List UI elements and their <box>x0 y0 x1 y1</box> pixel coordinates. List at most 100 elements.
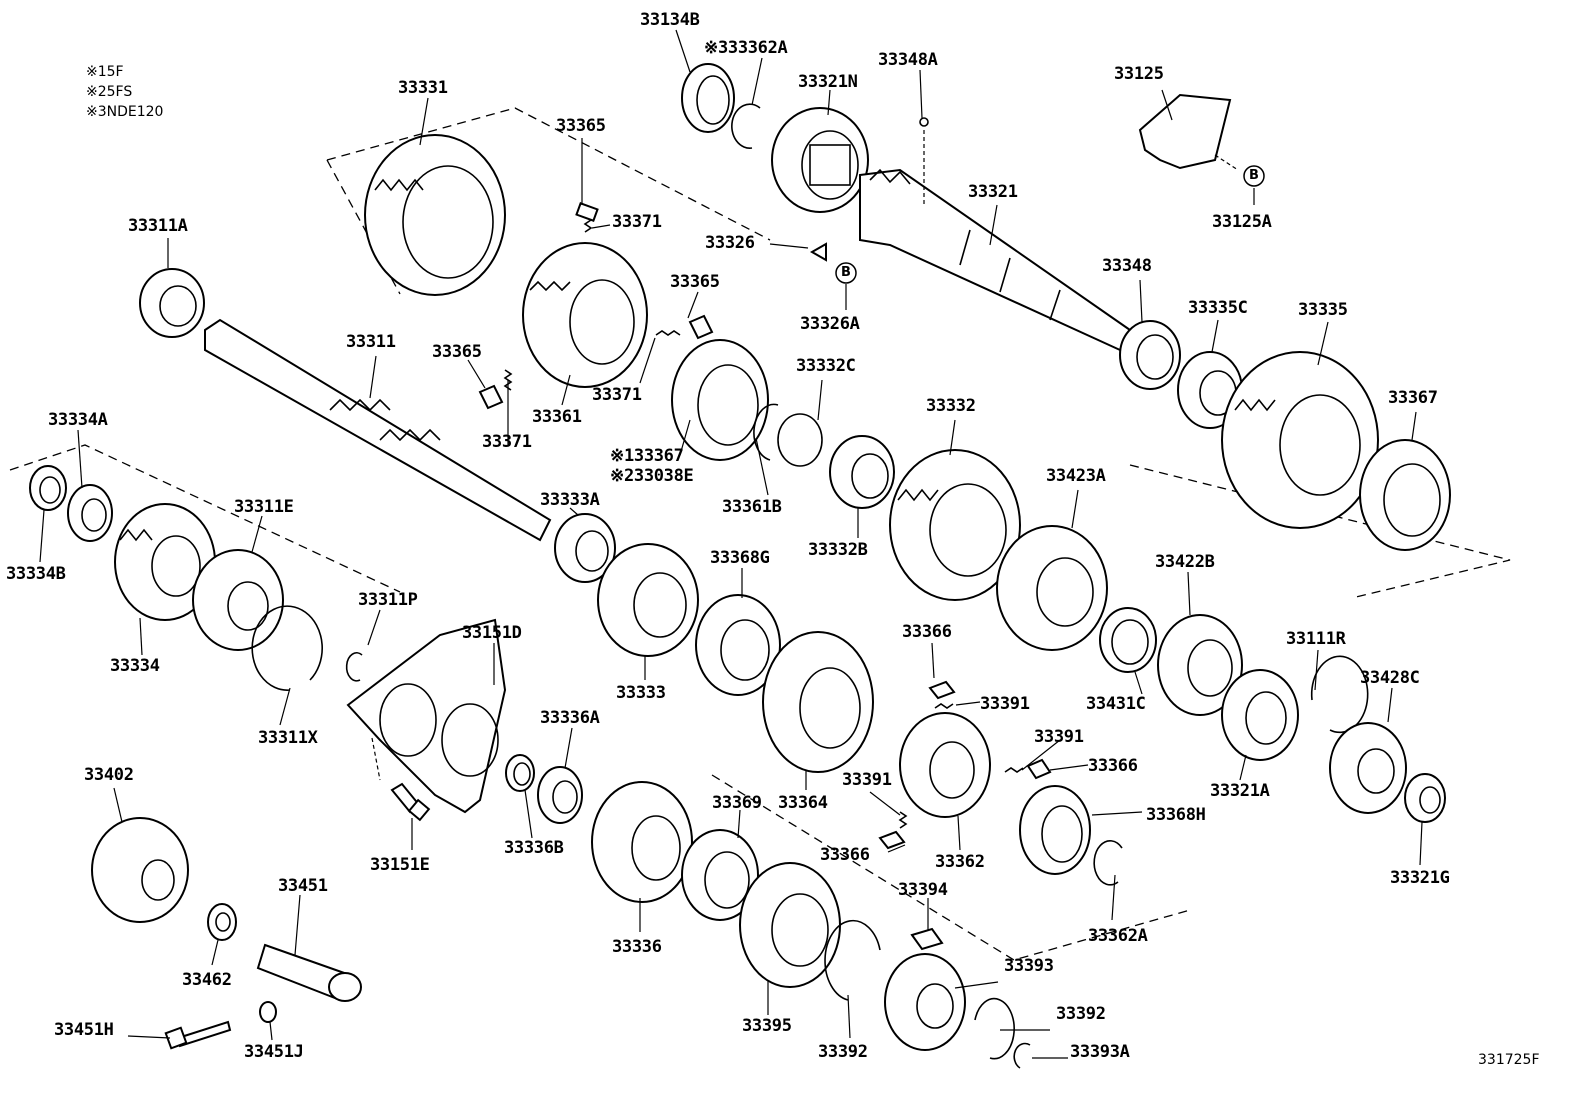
badge-b-33125A-text: B <box>1249 168 1259 183</box>
label-33335: 33335 <box>1298 300 1348 320</box>
snap-ring-33362A-top <box>731 103 761 149</box>
label-33361B: 33361B <box>722 497 782 517</box>
bearing-33134B <box>681 63 735 133</box>
snap-ring-33392-left <box>824 919 881 1001</box>
sleeve-33395 <box>739 862 841 988</box>
sync-ring-33367-right <box>1359 439 1451 551</box>
gear-33422B <box>1157 614 1243 716</box>
bearing-33311E <box>192 549 284 651</box>
gear-33428C <box>1329 722 1407 814</box>
label-33365-b: 33365 <box>670 272 720 292</box>
bearing-33336A <box>537 766 583 824</box>
label-33311E: 33311E <box>234 497 294 517</box>
label-33392-b: 33392 <box>818 1042 868 1062</box>
label-33402: 33402 <box>84 765 134 785</box>
gear-33361 <box>522 242 648 388</box>
label-33366-a: 33366 <box>902 622 952 642</box>
label-33334A: 33334A <box>48 410 108 430</box>
plug-33348A <box>919 117 929 127</box>
label-33311X: 33311X <box>258 728 318 748</box>
label-33333: 33333 <box>616 683 666 703</box>
bearing-33321A <box>1221 669 1299 761</box>
badge-b-33125A <box>1243 165 1265 187</box>
label-33332: 33332 <box>926 396 976 416</box>
label-33391-a: 33391 <box>980 694 1030 714</box>
note-1: ※15F <box>86 64 124 80</box>
gear-33336 <box>591 781 693 903</box>
sync-ring-33368G <box>695 594 781 696</box>
label-33451H: 33451H <box>54 1020 114 1040</box>
label-33362A: 33362A <box>1088 926 1148 946</box>
label-33321N: 33321N <box>798 72 858 92</box>
snap-ring-33362A <box>1093 840 1123 886</box>
label-33151D: 33151D <box>462 623 522 643</box>
label-33332C: 33332C <box>796 356 856 376</box>
key-33366-c <box>878 830 906 850</box>
sleeve-33331 <box>364 134 506 296</box>
key-33365-a <box>575 202 599 222</box>
label-33336: 33336 <box>612 937 662 957</box>
label-33395: 33395 <box>742 1016 792 1036</box>
diagram-code: 331725F <box>1478 1052 1540 1068</box>
snap-ring-33393A <box>1013 1042 1031 1069</box>
label-33336B: 33336B <box>504 838 564 858</box>
key-33394 <box>910 927 944 951</box>
label-33311P: 33311P <box>358 590 418 610</box>
label-33362: 33362 <box>935 852 985 872</box>
label-33348: 33348 <box>1102 256 1152 276</box>
snap-ring-33361B <box>753 403 779 461</box>
shaft-33321 <box>859 130 1132 352</box>
label-33111R: 33111R <box>1286 629 1346 649</box>
leader-lines <box>39 29 1423 1059</box>
label-33431C: 33431C <box>1086 694 1146 714</box>
label-33371-c: 33371 <box>482 432 532 452</box>
badge-b-33326A-text: B <box>841 265 851 280</box>
key-33366-b <box>1026 758 1052 780</box>
gear-33402 <box>91 817 189 923</box>
sync-ring-33368H <box>1019 785 1091 875</box>
lock-piece-33326 <box>809 242 827 262</box>
label-33326A: 33326A <box>800 314 860 334</box>
label-33311A: 33311A <box>128 216 188 236</box>
label-33423A: 33423A <box>1046 466 1106 486</box>
label-33422B: 33422B <box>1155 552 1215 572</box>
bearing-33334A <box>67 484 113 542</box>
hub-33364 <box>762 631 874 773</box>
bearing-33431C <box>1099 607 1157 673</box>
label-33125A: 33125A <box>1212 212 1272 232</box>
hub-33362 <box>899 712 991 818</box>
gear-33332 <box>889 449 1021 601</box>
bushing-33321G <box>1404 773 1446 823</box>
label-33321: 33321 <box>968 182 1018 202</box>
spring-33391-a <box>934 703 954 709</box>
washer-33451J <box>259 1001 277 1023</box>
group-outline-lower-left <box>9 444 401 593</box>
shaft-33311 <box>204 318 552 542</box>
gear-33335 <box>1221 351 1379 529</box>
label-33368G: 33368G <box>710 548 770 568</box>
label-33391-b: 33391 <box>1034 727 1084 747</box>
spring-33391-c <box>898 811 908 829</box>
label-33391-c: 33391 <box>842 770 892 790</box>
key-33365-b <box>688 314 714 340</box>
label-33321G: 33321G <box>1390 868 1450 888</box>
label-33321A: 33321A <box>1210 781 1270 801</box>
washer-33332C <box>777 413 823 467</box>
plate-33125 <box>1138 93 1232 170</box>
label-33365-a: 33365 <box>556 116 606 136</box>
spring-33371-b <box>655 330 681 336</box>
snap-ring-33392-right <box>974 997 1015 1060</box>
label-33334B: 33334B <box>6 564 66 584</box>
snap-ring-33311X <box>251 605 323 691</box>
label-33369: 33369 <box>712 793 762 813</box>
group-outline-right <box>1129 464 1511 599</box>
label-33134B: 33134B <box>640 10 700 30</box>
bearing-33321N <box>771 107 869 213</box>
bearing-33333A <box>554 513 616 583</box>
label-33361: 33361 <box>532 407 582 427</box>
label-33451J: 33451J <box>244 1042 304 1062</box>
label-33335C: 33335C <box>1188 298 1248 318</box>
label-33336A: 33336A <box>540 708 600 728</box>
